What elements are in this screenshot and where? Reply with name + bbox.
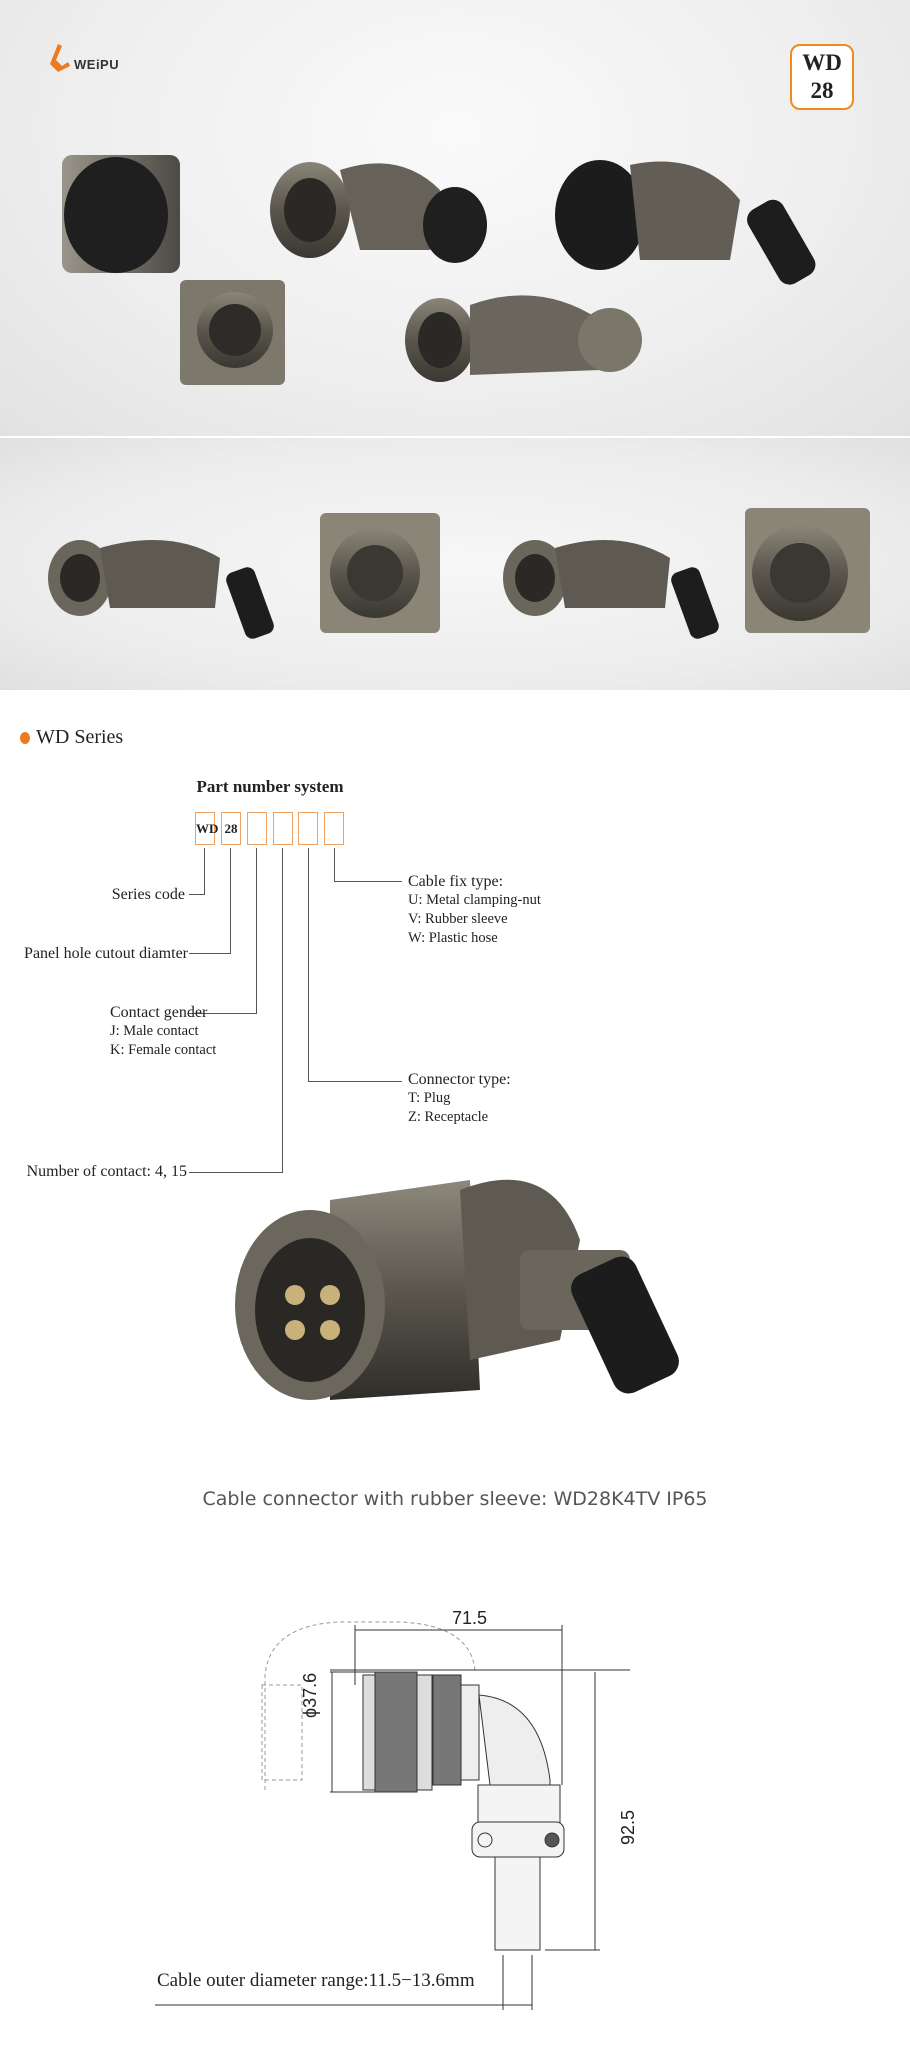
cap-dashed-outline bbox=[261, 1684, 303, 1781]
label-number-of-contact: Number of contact: 4, 15 bbox=[26, 1163, 187, 1180]
pn-box-contacts bbox=[273, 812, 293, 845]
section-title: WD Series bbox=[36, 726, 124, 748]
dimension-drawing bbox=[155, 1621, 630, 2010]
width-dimension: 71.5 bbox=[452, 1608, 488, 1628]
label-series-code: Series code bbox=[111, 886, 185, 903]
badge-series: WD bbox=[802, 50, 842, 75]
contact-gender-option: K: Female contact bbox=[110, 1042, 217, 1058]
leader-line bbox=[308, 1081, 402, 1082]
badge-size: 28 bbox=[810, 78, 834, 103]
leader-line bbox=[282, 848, 283, 1173]
height-dimension: 92.5 bbox=[618, 1809, 638, 1845]
connector-type-option: Z: Receptacle bbox=[408, 1109, 489, 1125]
leader-line bbox=[230, 848, 231, 954]
cable-dashed-outline bbox=[264, 1621, 476, 1790]
leader-line bbox=[334, 881, 402, 882]
cable-fix-option: V: Rubber sleeve bbox=[408, 911, 508, 927]
model-badge: WD 28 bbox=[790, 44, 854, 110]
contact-gender-option: J: Male contact bbox=[110, 1023, 199, 1039]
cable-fix-option: W: Plastic hose bbox=[408, 930, 498, 946]
leader-line bbox=[334, 848, 335, 882]
cable-fix-title: Cable fix type: bbox=[408, 873, 504, 890]
logo-text: WEiPU bbox=[74, 57, 120, 72]
product-photo bbox=[235, 1179, 679, 1400]
pn-box-size: 28 bbox=[221, 812, 241, 845]
leader-line bbox=[204, 848, 205, 895]
pn-box-series: WD bbox=[195, 812, 218, 845]
logo-mark-icon bbox=[50, 44, 70, 72]
leader-line bbox=[189, 1013, 257, 1014]
cable-fix-option: U: Metal clamping-nut bbox=[408, 892, 541, 908]
product-caption: Cable connector with rubber sleeve: WD28… bbox=[202, 1488, 708, 1510]
connector-type-title: Connector type: bbox=[408, 1071, 511, 1088]
part-number-title: Part number system bbox=[196, 777, 344, 796]
connector-photos bbox=[62, 155, 816, 385]
product-variants-photo bbox=[0, 438, 910, 690]
pn-box-connector-type bbox=[298, 812, 318, 845]
cable-diameter-range: Cable outer diameter range:11.5−13.6mm bbox=[157, 1970, 475, 1991]
diameter-dimension: ϕ37.6 bbox=[300, 1672, 320, 1718]
label-connector-type: Connector type: T: Plug Z: Receptacle bbox=[408, 1070, 511, 1127]
weipu-logo: WEiPU bbox=[48, 42, 119, 72]
label-panel-hole: Panel hole cutout diamter bbox=[24, 945, 188, 962]
bullet-icon bbox=[20, 732, 30, 744]
pn-box-gender bbox=[247, 812, 267, 845]
contact-gender-title: Contact gender bbox=[110, 1004, 208, 1021]
leader-line bbox=[189, 894, 205, 895]
label-contact-gender: Contact gender J: Male contact K: Female… bbox=[110, 1003, 216, 1060]
connector-variants bbox=[48, 508, 870, 639]
product-banner-photo bbox=[0, 0, 910, 436]
pn-box-cable-fix bbox=[324, 812, 344, 845]
leader-line bbox=[256, 848, 257, 1014]
leader-line bbox=[189, 1172, 283, 1173]
leader-line bbox=[308, 848, 309, 1082]
label-cable-fix: Cable fix type: U: Metal clamping-nut V:… bbox=[408, 872, 541, 948]
connector-type-option: T: Plug bbox=[408, 1090, 451, 1106]
leader-line bbox=[189, 953, 231, 954]
